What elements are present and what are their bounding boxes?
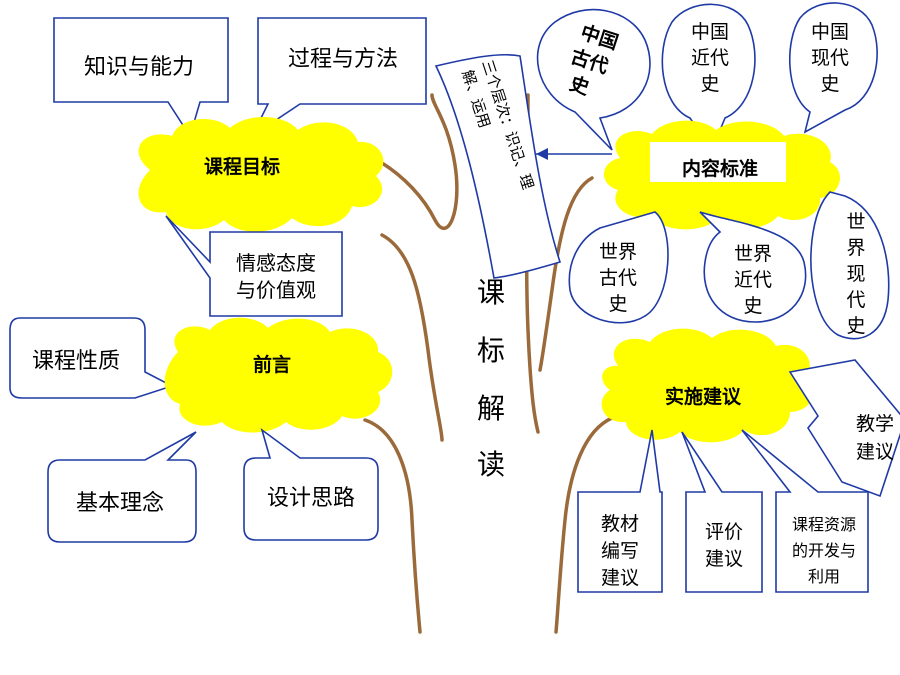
knowledge-callout [53,17,229,138]
design-label: 设计思路 [267,486,355,511]
implement-cluster: 实施建议 教学 建议 教材 编写 建议 评价 建议 课程资源 的开发与 利用 [577,328,900,593]
implement-label: 实施建议 [665,385,742,408]
world-modern-bubble [699,211,807,323]
world-modern-line1: 世界 [734,243,772,265]
world-modern-line3: 史 [743,295,762,317]
goals-cloud [138,116,384,232]
concept-callout [47,431,197,543]
goals-cluster: 知识与能力 过程与方法 课程目标 情感态度 与价值观 [53,17,427,317]
emotion-label-line1: 情感态度 [236,251,316,275]
evaluation-line1: 评价 [705,521,743,543]
cn-contemporary-line3: 史 [820,73,839,95]
preface-label: 前言 [253,353,291,376]
process-label: 过程与方法 [288,47,398,72]
world-contemporary-line5: 史 [846,315,865,337]
world-contemporary-bubble [810,191,890,340]
title-char-3: 解 [477,392,505,425]
cn-contemporary-bubble [788,2,878,134]
teaching-line2: 建议 [856,441,894,463]
textbook-line3: 建议 [601,567,639,589]
cn-modern-bubble [661,3,756,152]
cn-contemporary-line1: 中国 [811,21,849,43]
cn-ancient-bubble [536,8,651,151]
goals-label: 课程目标 [204,156,280,178]
cn-contemporary-line2: 现代 [811,47,849,69]
textbook-line2: 编写 [601,540,639,562]
world-contemporary-line3: 现 [846,263,865,285]
resources-line1: 课程资源 [792,515,856,534]
content-cluster: 中国 古代 史 中国 近代 史 中国 现代 史 内容标准 世界 古代 史 世界 … [536,2,890,340]
world-contemporary-line1: 世 [846,211,865,233]
branch-right-implement [554,416,614,634]
branch-right-content [538,176,594,372]
world-ancient-line3: 史 [608,293,627,315]
world-contemporary-line2: 界 [846,237,865,259]
world-contemporary-line4: 代 [846,289,865,311]
implement-cloud [601,328,814,443]
content-label: 内容标准 [682,157,758,180]
world-ancient-line2: 古代 [599,267,637,289]
resources-callout [741,429,869,593]
world-ancient-bubble [568,211,669,324]
cn-modern-line3: 史 [700,73,719,95]
evaluation-callout [681,431,763,593]
evaluation-line2: 建议 [705,548,743,570]
design-callout [243,427,379,541]
textbook-callout [577,429,663,593]
branch-left-goals [370,93,459,230]
cn-modern-line1: 中国 [691,21,729,43]
world-ancient-line1: 世界 [599,241,637,263]
world-modern-line2: 近代 [734,269,772,291]
emotion-callout [165,215,343,317]
nature-callout [9,317,175,399]
title-char-1: 课 [477,276,505,309]
title-char-2: 标 [477,334,505,367]
textbook-line1: 教材 [601,513,639,535]
resources-line2: 的开发与 [792,541,856,560]
title-char-4: 读 [477,448,505,481]
branch-left-preface-lower [363,418,422,634]
scroll-arrow-head [536,148,548,160]
content-label-bg [650,142,786,182]
preface-cloud [164,317,393,433]
cn-modern-line2: 近代 [691,47,729,69]
teaching-line1: 教学 [856,413,894,435]
resources-line3: 利用 [808,567,840,586]
nature-label: 课程性质 [32,349,120,374]
scroll-shape [434,53,562,279]
concept-label: 基本理念 [76,491,164,516]
preface-cluster: 课程性质 前言 基本理念 设计思路 [9,317,393,543]
branch-left-preface-upper [380,233,444,442]
teaching-callout [788,359,900,498]
knowledge-label: 知识与能力 [84,55,194,80]
center-title: 课 标 解 读 [477,276,505,481]
process-callout [249,17,427,139]
emotion-label-line2: 与价值观 [236,278,316,302]
